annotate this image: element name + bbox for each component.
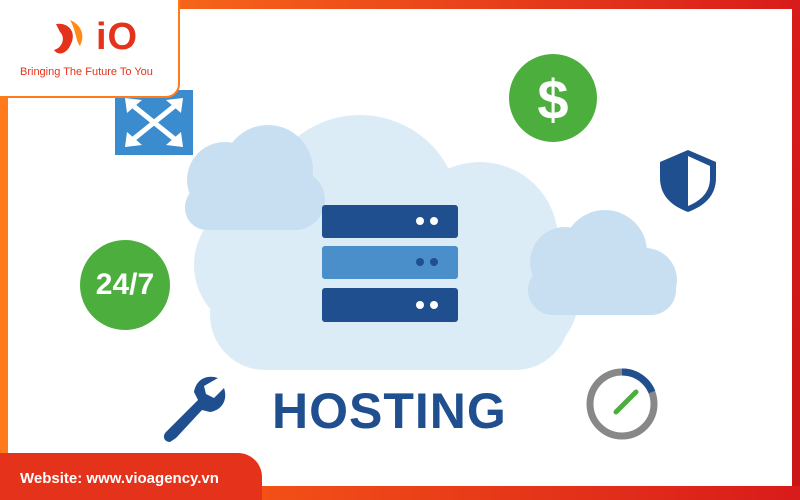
left-border bbox=[0, 0, 8, 500]
logo-text: iO bbox=[96, 16, 139, 58]
right-border bbox=[792, 0, 800, 500]
tagline: Bringing The Future To You bbox=[20, 66, 153, 78]
footer-bar bbox=[0, 453, 262, 500]
wrench-icon bbox=[163, 376, 226, 442]
small-cloud-right bbox=[528, 210, 677, 315]
speedometer-icon bbox=[586, 368, 658, 440]
top-border bbox=[0, 0, 800, 9]
shield-icon bbox=[660, 150, 716, 212]
logo-mark-icon bbox=[54, 20, 83, 54]
dollar-icon: $ bbox=[509, 54, 597, 142]
logo-box[interactable]: iO Bringing The Future To You bbox=[0, 0, 180, 98]
hosting-title: HOSTING bbox=[272, 383, 507, 439]
server-stack-icon bbox=[322, 205, 458, 322]
svg-text:$: $ bbox=[537, 68, 568, 131]
website-link[interactable]: Website: www.vioagency.vn bbox=[20, 470, 219, 487]
support-247-badge: 24/7 bbox=[80, 240, 170, 330]
network-expand-icon bbox=[115, 90, 193, 155]
small-cloud-left bbox=[185, 125, 325, 230]
